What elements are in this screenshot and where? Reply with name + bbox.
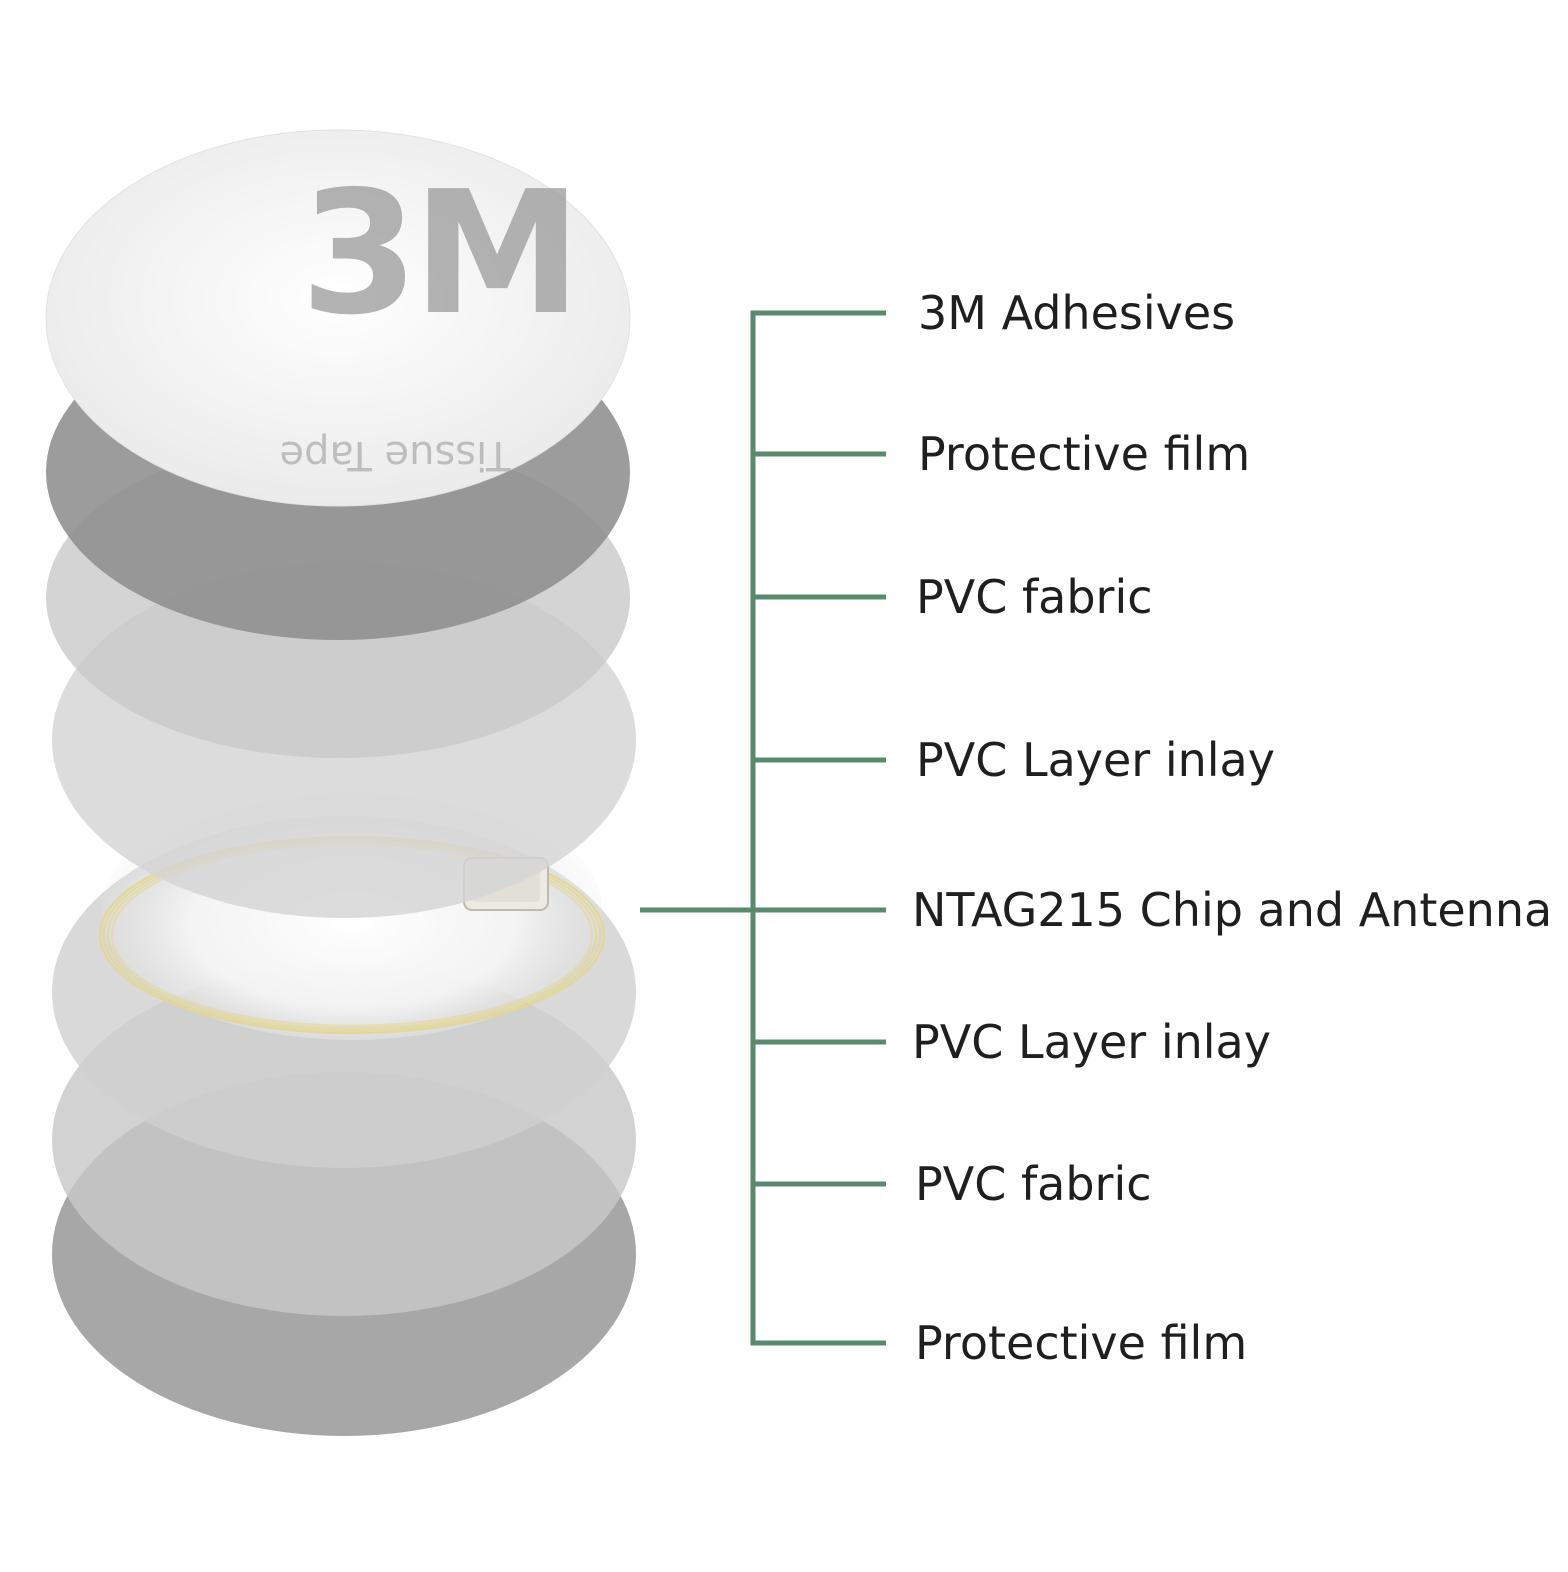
label-pvc-inlay-bottom: PVC Layer inlay — [912, 1015, 1271, 1069]
label-chip-antenna: NTAG215 Chip and Antenna — [912, 883, 1553, 937]
label-pvc-fabric-bottom: PVC fabric — [915, 1157, 1152, 1211]
label-protective-film-top: Protective film — [918, 427, 1251, 481]
brand-logo-3m: 3M — [300, 155, 575, 353]
label-protective-film-bottom: Protective film — [915, 1316, 1248, 1370]
label-adhesive: 3M Adhesives — [918, 286, 1236, 340]
label-pvc-inlay-top: PVC Layer inlay — [916, 733, 1275, 787]
tissue-tape-text: Tissue Tape — [280, 432, 512, 478]
disc-adhesive — [45, 129, 631, 507]
label-pvc-fabric-top: PVC fabric — [916, 570, 1153, 624]
